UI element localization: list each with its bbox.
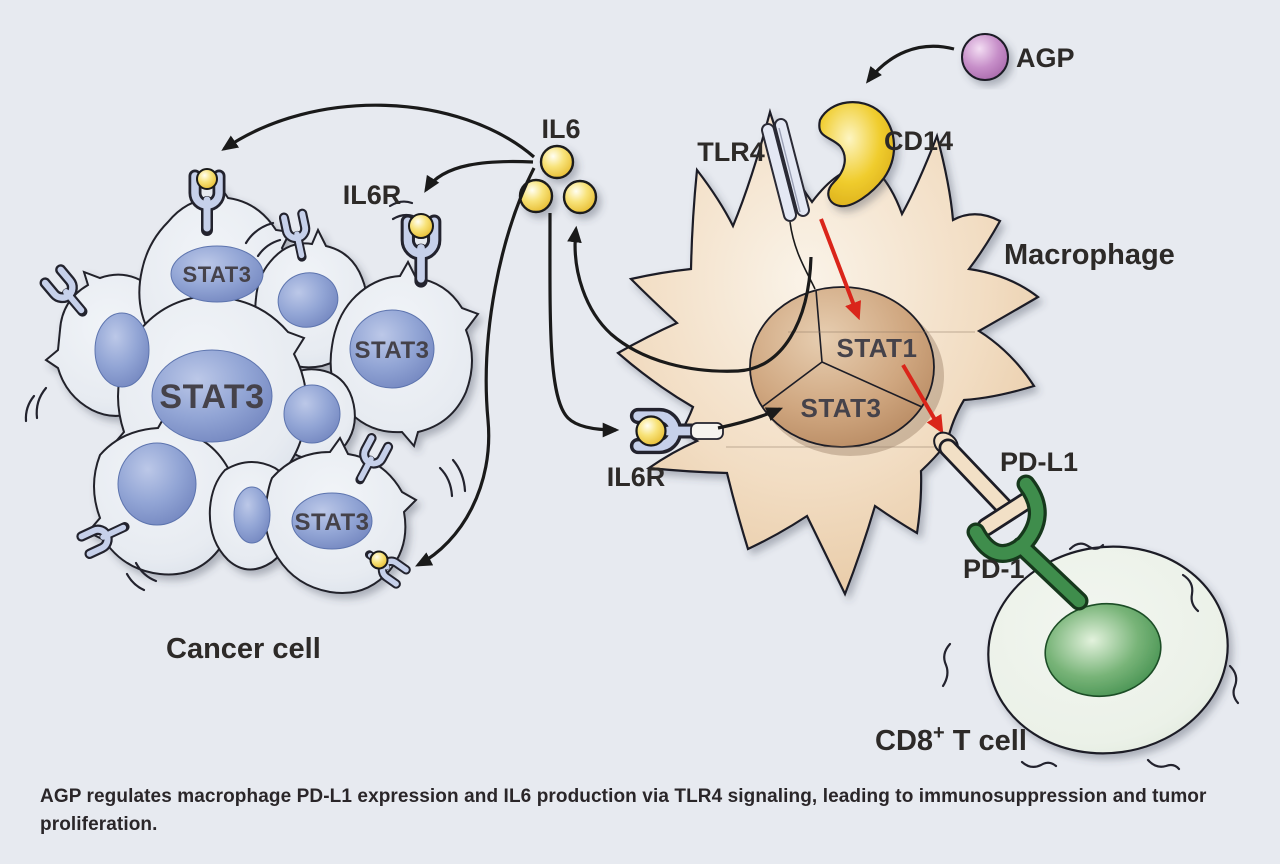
arrow-macrophage-il6-production — [567, 225, 813, 373]
stat3-label-tumor-right: STAT3 — [355, 337, 430, 364]
pd1-receptor — [966, 474, 1089, 611]
cancer-nuclei — [94, 245, 435, 550]
arrow-il6-to-macrophage-il6r — [548, 212, 620, 438]
stat1-label-macrophage: STAT1 — [837, 333, 918, 363]
cancer-cell-label: Cancer cell — [166, 633, 321, 665]
arrow-agp-to-cd14 — [865, 44, 955, 84]
il6-molecule — [562, 179, 598, 215]
nucleus-divider-lines — [761, 289, 923, 408]
il6r-tumor-label: IL6R — [343, 180, 402, 210]
stat3-label-tumor-top: STAT3 — [183, 262, 252, 287]
cancer-nucleus — [151, 349, 273, 443]
il6r-macrophage-label: IL6R — [607, 462, 666, 492]
arrow-il6r-to-stat3 — [717, 407, 784, 430]
macrophage-il6r — [637, 416, 724, 446]
arrow-il6-to-tumor-receptor-top — [221, 103, 536, 159]
il6-label: IL6 — [541, 114, 580, 144]
agp-molecule — [961, 33, 1009, 81]
tlr4-receptor-icon — [761, 118, 810, 222]
cancer-nucleus — [233, 486, 271, 544]
cancer-nucleus — [291, 492, 373, 550]
arrow-tlr4-to-stat1 — [819, 218, 861, 321]
il6-molecule — [635, 415, 667, 447]
signal-arrows-black — [221, 44, 955, 567]
tlr4-label: TLR4 — [697, 137, 765, 167]
cd8-label-base: CD8 — [875, 725, 933, 757]
cd8-label-rest: T cell — [945, 725, 1027, 757]
cd8-t-cell — [987, 545, 1229, 755]
t-cell-nucleus — [1044, 602, 1162, 698]
cancer-nucleus — [94, 312, 150, 388]
il6-molecule — [369, 550, 389, 570]
il6-molecule — [539, 144, 575, 180]
cancer-nucleus — [283, 384, 341, 444]
receptor-anchor — [690, 422, 724, 440]
stat3-label-tumor-center: STAT3 — [159, 378, 264, 416]
cancer-nucleus — [277, 272, 339, 328]
agp-label: AGP — [1016, 43, 1075, 73]
signal-arrows-red — [819, 218, 944, 434]
macrophage-label: Macrophage — [1004, 239, 1175, 271]
motion-squiggles — [24, 200, 1240, 771]
cancer-nucleus — [170, 245, 264, 303]
il6-molecule — [408, 213, 434, 239]
cancer-nucleus — [117, 442, 197, 526]
stat3-label-tumor-bottom: STAT3 — [295, 509, 370, 536]
arrow-stat1-to-pdl1 — [901, 363, 944, 434]
il6-molecule — [196, 168, 218, 190]
stat3-label-macrophage: STAT3 — [801, 393, 882, 423]
cd14-label: CD14 — [884, 126, 953, 156]
pdl1-ligand — [933, 431, 1041, 537]
arrow-il6-to-tumor-il6r — [424, 159, 534, 193]
cd8-t-cell-label: CD8+ T cell — [875, 722, 1027, 757]
cd8-label-superscript: + — [933, 722, 945, 744]
pd1-label: PD-1 — [963, 554, 1025, 584]
pdl1-label: PD-L1 — [1000, 447, 1078, 477]
line-tlr4-to-nucleus — [789, 221, 816, 290]
cd14-molecule — [818, 101, 896, 208]
cancer-cell-receptors — [45, 168, 434, 584]
cancer-nucleus — [349, 309, 435, 389]
nucleus-guide-lines — [726, 331, 975, 448]
figure-caption: AGP regulates macrophage PD-L1 expressio… — [40, 786, 1207, 835]
arrow-il6-to-tumor-receptor-bottom — [415, 167, 536, 567]
